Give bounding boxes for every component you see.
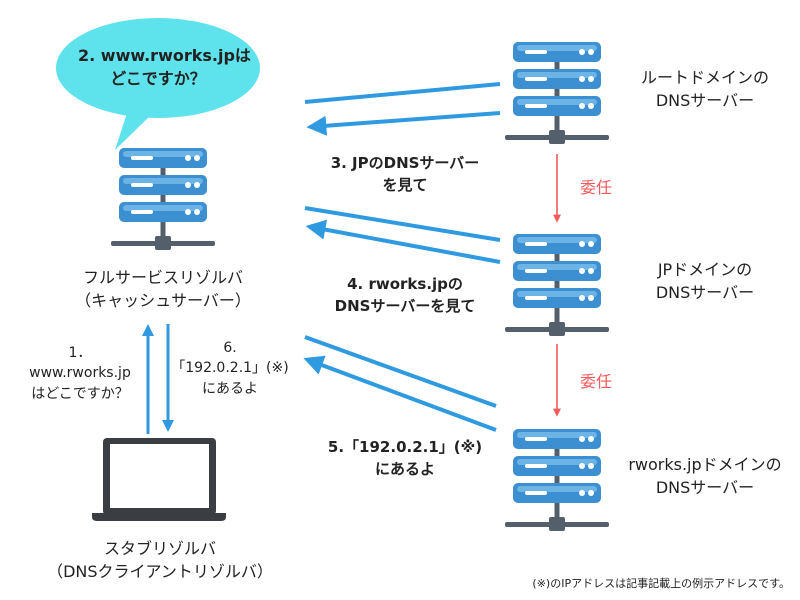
step5-label: 5.「192.0.2.1」(※) にあるよ bbox=[300, 437, 510, 481]
delegate-label-jp-rworks: 委任 bbox=[580, 372, 613, 391]
step3-line2: を見て bbox=[382, 175, 428, 194]
step5-line1: 5.「192.0.2.1」(※) bbox=[327, 438, 483, 456]
stub-resolver-line2: （DNSクライアントリゾルバ） bbox=[47, 562, 273, 582]
query-line-jp bbox=[304, 206, 501, 242]
speech-bubble bbox=[56, 18, 260, 150]
footnote: (※)のIPアドレスは記事記載上の例示アドレスです。 bbox=[532, 577, 790, 590]
full-resolver-server-icon bbox=[111, 148, 215, 250]
step6-line1: 6. bbox=[223, 340, 237, 356]
step6-line2: 「192.0.2.1」(※) bbox=[171, 360, 289, 377]
root-server-line1: ルートドメインの bbox=[640, 68, 769, 87]
bubble-line1: 2. www.rworks.jpは bbox=[78, 46, 251, 65]
jp-server-icon bbox=[505, 234, 609, 336]
rworks-server-line2: DNSサーバー bbox=[655, 478, 755, 498]
step1-line1: 1． bbox=[68, 345, 92, 361]
jp-server-label: JPドメインの DNSサーバー bbox=[610, 258, 800, 304]
query-line-rworks bbox=[304, 335, 497, 408]
arrow-step5 bbox=[303, 355, 497, 432]
step6-line3: にあるよ bbox=[202, 380, 258, 397]
step1-line2: www.rworks.jp bbox=[29, 365, 131, 382]
arrow-step4 bbox=[305, 219, 501, 264]
rworks-server-label: rworks.jpドメインの DNSサーバー bbox=[610, 453, 800, 499]
stub-resolver-label: スタブリゾルバ （DNSクライアントリゾルバ） bbox=[20, 537, 300, 583]
arrow-step3 bbox=[306, 111, 501, 136]
step4-label: 4. rworks.jpの DNSサーバーを見て bbox=[300, 274, 510, 318]
step3-label: 3. JPのDNSサーバー を見て bbox=[300, 153, 510, 197]
rworks-server-icon bbox=[505, 429, 609, 531]
stub-resolver-line1: スタブリゾルバ bbox=[103, 539, 216, 558]
jp-server-line2: DNSサーバー bbox=[655, 283, 755, 303]
step1-label: 1． www.rworks.jp はどこですか？ bbox=[14, 343, 146, 404]
full-resolver-label: フルサービスリゾルバ （キャッシュサーバー） bbox=[33, 266, 293, 312]
step5-line2: にあるよ bbox=[374, 459, 435, 478]
jp-server-line1: JPドメインの bbox=[657, 260, 753, 279]
step4-line1: 4. rworks.jpの bbox=[347, 275, 463, 293]
query-line-root bbox=[304, 82, 501, 104]
full-resolver-line1: フルサービスリゾルバ bbox=[82, 268, 243, 287]
full-resolver-line2: （キャッシュサーバー） bbox=[75, 291, 251, 311]
bubble-text: 2. www.rworks.jpは どこですか？ bbox=[78, 44, 251, 90]
root-server-line2: DNSサーバー bbox=[655, 91, 755, 111]
laptop-icon bbox=[92, 438, 226, 521]
step1-line3: はどこですか？ bbox=[31, 385, 129, 402]
bubble-line2: どこですか？ bbox=[110, 69, 206, 89]
root-server-icon bbox=[505, 42, 609, 144]
root-server-label: ルートドメインの DNSサーバー bbox=[610, 66, 800, 112]
step4-line2: DNSサーバーを見て bbox=[334, 296, 476, 315]
step3-line1: 3. JPのDNSサーバー bbox=[330, 154, 480, 172]
step6-label: 6. 「192.0.2.1」(※) にあるよ bbox=[168, 338, 292, 399]
rworks-server-line1: rworks.jpドメインの bbox=[628, 455, 782, 474]
delegate-label-root-jp: 委任 bbox=[580, 178, 613, 197]
